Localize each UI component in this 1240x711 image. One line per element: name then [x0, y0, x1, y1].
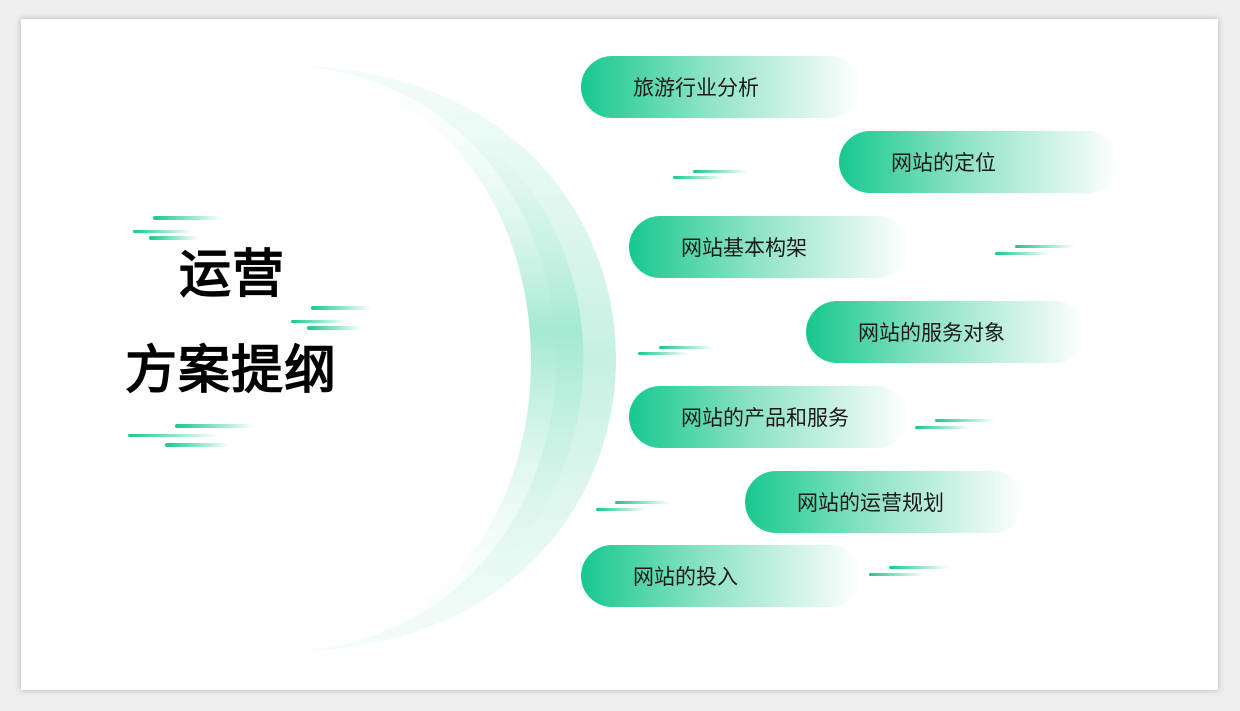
speed-line	[995, 252, 1050, 255]
outline-item-5[interactable]: 网站的产品和服务	[629, 386, 909, 448]
slide: 运营 方案提纲 旅游行业分析 网站的定位 网站基本构架 网站的服务对象 网站的产…	[21, 19, 1218, 690]
title-line-2: 方案提纲	[125, 341, 338, 401]
outline-item-label: 网站基本构架	[681, 236, 807, 260]
outline-item-label: 网站的产品和服务	[681, 406, 849, 430]
speed-line	[596, 508, 646, 511]
outline-item-7[interactable]: 网站的投入	[581, 545, 861, 607]
speed-line	[935, 419, 995, 422]
speed-line	[1015, 245, 1075, 248]
speed-line	[615, 501, 670, 504]
title-line-1: 运营	[179, 245, 286, 305]
crescent-arc-graphic	[301, 66, 616, 651]
outline-item-label: 网站的服务对象	[858, 321, 1005, 345]
outline-item-1[interactable]: 旅游行业分析	[581, 56, 861, 118]
outline-item-4[interactable]: 网站的服务对象	[806, 301, 1086, 363]
outline-item-label: 网站的运营规划	[797, 491, 944, 515]
speed-line	[638, 352, 688, 355]
speed-line	[165, 443, 230, 447]
speed-line	[128, 434, 218, 437]
speed-line	[693, 170, 748, 173]
outline-item-3[interactable]: 网站基本构架	[629, 216, 909, 278]
speed-line	[889, 566, 949, 569]
outline-item-label: 旅游行业分析	[633, 76, 759, 100]
outline-item-6[interactable]: 网站的运营规划	[745, 471, 1025, 533]
speed-line	[659, 346, 714, 349]
speed-line	[915, 426, 970, 429]
speed-line	[673, 176, 723, 179]
speed-line	[133, 230, 193, 233]
speed-line	[175, 424, 255, 428]
speed-line	[149, 236, 199, 240]
outline-item-label: 网站的定位	[891, 151, 996, 175]
speed-line	[291, 320, 346, 323]
speed-line	[311, 306, 371, 310]
crescent-inner	[321, 77, 584, 643]
speed-line	[869, 573, 924, 576]
outline-item-2[interactable]: 网站的定位	[839, 131, 1119, 193]
outline-item-label: 网站的投入	[633, 565, 738, 589]
speed-line	[307, 326, 362, 330]
speed-line	[153, 216, 223, 220]
